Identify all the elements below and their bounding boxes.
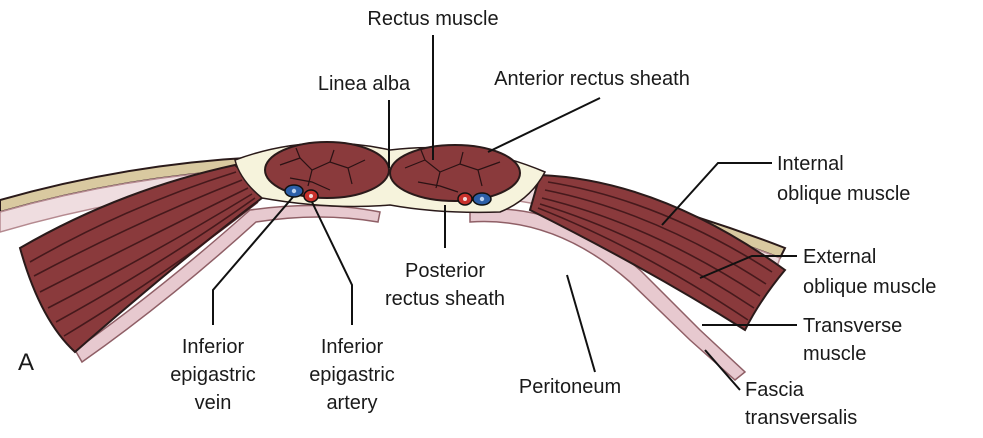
label-vein-2: epigastric <box>170 364 256 386</box>
label-peritoneum: Peritoneum <box>519 376 621 398</box>
left-muscle-fibers <box>29 171 259 337</box>
rectus-right-cracks <box>404 149 501 193</box>
label-external-oblique-1: External <box>803 246 876 268</box>
label-transverse-1: Transverse <box>803 315 902 337</box>
leader-vein <box>212 196 294 325</box>
leader-peritoneum <box>566 274 596 373</box>
leader-internal-oblique <box>661 162 772 226</box>
label-fascia-1: Fascia <box>745 379 805 401</box>
label-rectus-muscle: Rectus muscle <box>367 8 498 30</box>
rectus-muscle-left <box>264 141 390 199</box>
peritoneum-band-left <box>74 204 381 364</box>
leader-anterior-sheath <box>487 97 601 153</box>
rectus-left-cracks <box>279 147 366 191</box>
label-posterior-sheath-2: rectus sheath <box>385 288 505 310</box>
leader-fascia <box>704 349 741 391</box>
right-muscle-fibers <box>537 181 773 321</box>
label-posterior-sheath-1: Posterior <box>405 260 485 282</box>
label-fascia-2: transversalis <box>745 407 857 429</box>
label-vein-3: vein <box>195 392 232 414</box>
label-internal-oblique-1: Internal <box>777 153 844 175</box>
label-vein-1: Inferior <box>182 336 245 358</box>
label-artery-2: epigastric <box>309 364 395 386</box>
label-artery-3: artery <box>326 392 377 414</box>
label-linea-alba: Linea alba <box>318 73 411 95</box>
panel-letter: A <box>18 349 34 376</box>
label-external-oblique-2: oblique muscle <box>803 276 936 298</box>
rectus-muscle-right <box>389 144 521 202</box>
leader-artery <box>311 201 353 325</box>
label-transverse-2: muscle <box>803 343 866 365</box>
label-anterior-rectus-sheath: Anterior rectus sheath <box>494 68 690 90</box>
label-internal-oblique-2: oblique muscle <box>777 183 910 205</box>
label-artery-1: Inferior <box>321 336 384 358</box>
leader-external-oblique <box>699 255 797 279</box>
